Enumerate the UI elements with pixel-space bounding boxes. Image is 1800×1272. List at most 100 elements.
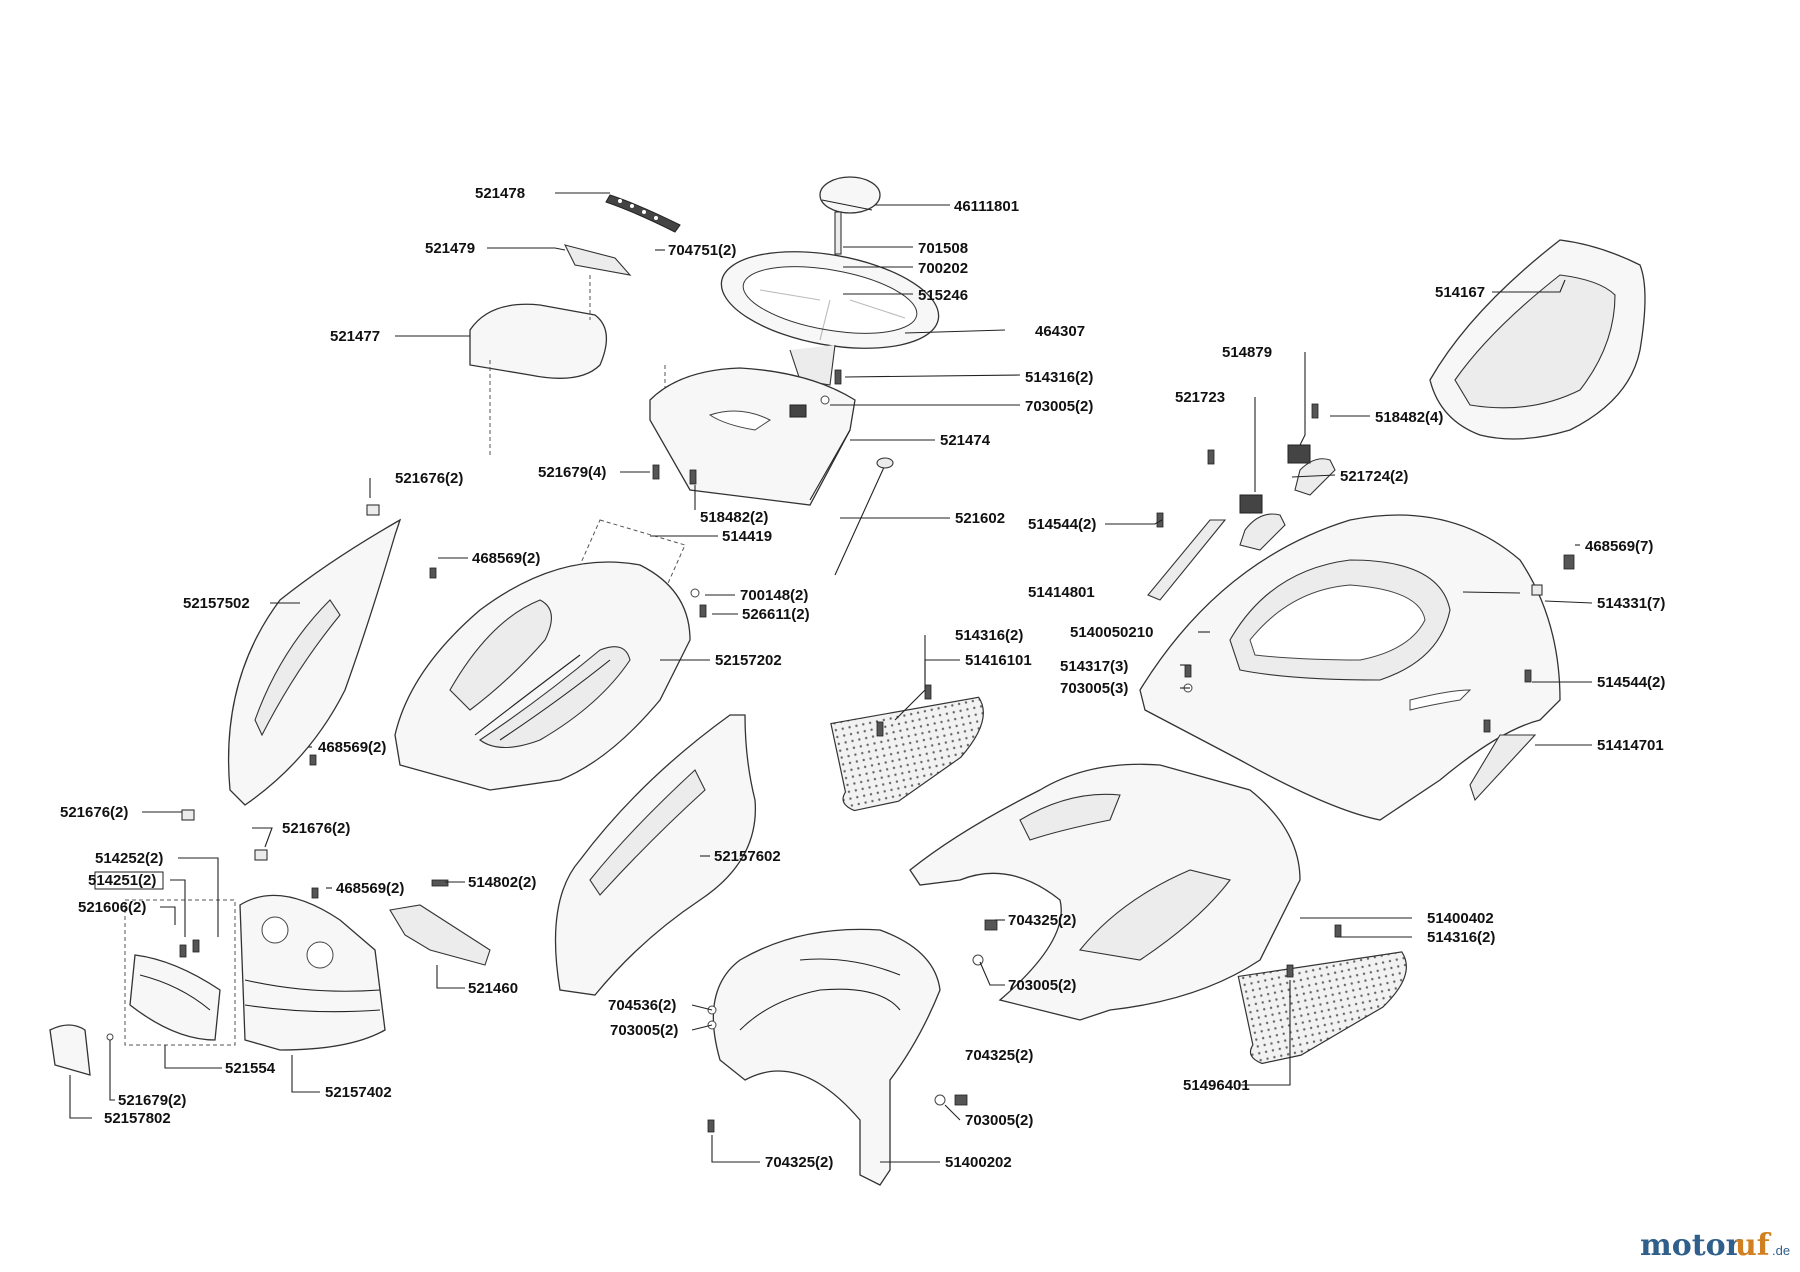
part-label: 521479	[425, 240, 475, 257]
part-label: 51416101	[965, 652, 1032, 669]
part-label: 514802(2)	[468, 874, 536, 891]
part-label: 521724(2)	[1340, 468, 1408, 485]
part-label: 521478	[475, 185, 525, 202]
part-label: 52157402	[325, 1084, 392, 1101]
fasteners	[106, 369, 1575, 1133]
part-label: 526611(2)	[742, 606, 810, 623]
front-bumper-part	[712, 928, 941, 1186]
part-label: 704325(2)	[965, 1047, 1033, 1064]
part-label: 521477	[330, 328, 380, 345]
part-label: 51400402	[1427, 910, 1494, 927]
part-label: 51414801	[1028, 584, 1095, 601]
part-labels: 521478 46111801 521479 704751(2) 701508 …	[60, 185, 1665, 1171]
part-label: 52157502	[183, 595, 250, 612]
part-drawings	[49, 176, 1646, 1186]
left-bracket-part	[1147, 519, 1227, 601]
left-footrest-part	[830, 696, 984, 812]
part-label: 521679(4)	[538, 464, 606, 481]
watermark-part-a: motor	[1640, 1228, 1743, 1263]
part-label: 521676(2)	[282, 820, 350, 837]
highlight-box	[94, 871, 164, 890]
switch-a-part	[1239, 494, 1263, 514]
watermark-part-c: .de	[1772, 1243, 1790, 1258]
part-label: 5140050210	[1070, 624, 1153, 641]
part-label: 521606(2)	[78, 899, 146, 916]
part-label: 514879	[1222, 344, 1272, 361]
part-label: 521602	[955, 510, 1005, 527]
part-label: 701508	[918, 240, 968, 257]
part-label: 52157802	[104, 1110, 171, 1127]
vent-strip-part	[605, 194, 681, 233]
front-bracket-part	[389, 904, 491, 966]
seat-part	[1429, 239, 1646, 440]
part-label: 468569(2)	[336, 880, 404, 897]
part-label: 518482(2)	[700, 509, 768, 526]
part-label: 51496401	[1183, 1077, 1250, 1094]
leader-lines	[69, 192, 1593, 1163]
floor-pan-part	[909, 763, 1301, 1021]
part-label: 700202	[918, 260, 968, 277]
part-label: 703005(2)	[965, 1112, 1033, 1129]
part-label: 514331(7)	[1597, 595, 1665, 612]
part-label: 514167	[1435, 284, 1485, 301]
steering-cap-part	[819, 176, 881, 214]
part-label: 704325(2)	[1008, 912, 1076, 929]
choke-cable-part	[834, 457, 894, 576]
bracket-part	[563, 244, 632, 276]
part-label: 703005(2)	[1008, 977, 1076, 994]
part-label: 514316(2)	[955, 627, 1023, 644]
dashboard-panel-part	[649, 367, 856, 506]
part-label: 703005(2)	[610, 1022, 678, 1039]
part-label: 518482(4)	[1375, 409, 1443, 426]
part-label: 51400202	[945, 1154, 1012, 1171]
part-label: 514317(3)	[1060, 658, 1128, 675]
console-part	[469, 303, 607, 379]
right-bracket-part	[1469, 734, 1537, 802]
headlight-housing-part	[239, 894, 386, 1051]
right-side-panel-part	[554, 714, 757, 996]
rear-body-part	[1139, 514, 1561, 821]
left-side-panel-part	[227, 518, 402, 806]
small-cover-part	[49, 1024, 91, 1076]
switch-b-part	[1287, 444, 1311, 464]
part-label: 521723	[1175, 389, 1225, 406]
steering-wheel-part	[720, 251, 940, 386]
part-label: 700148(2)	[740, 587, 808, 604]
part-label: 521460	[468, 980, 518, 997]
part-label: 52157202	[715, 652, 782, 669]
part-label: 46111801	[954, 198, 1019, 215]
part-label: 514544(2)	[1028, 516, 1096, 533]
part-label: 514316(2)	[1025, 369, 1093, 386]
part-label: 468569(7)	[1585, 538, 1653, 555]
part-label: 514419	[722, 528, 772, 545]
part-label: 703005(3)	[1060, 680, 1128, 697]
part-label: 464307	[1035, 323, 1085, 340]
part-label: 51414701	[1597, 737, 1664, 754]
part-label: 704536(2)	[608, 997, 676, 1014]
part-label: 514316(2)	[1427, 929, 1495, 946]
part-label: 521679(2)	[118, 1092, 186, 1109]
right-footrest-part	[1237, 951, 1407, 1065]
switch-holder-a-part	[1239, 513, 1286, 551]
part-label: 515246	[918, 287, 968, 304]
part-label: 521676(2)	[60, 804, 128, 821]
part-label: 52157602	[714, 848, 781, 865]
panel-outline	[579, 519, 686, 591]
steering-bolt-part	[834, 211, 842, 255]
watermark-part-b: uf	[1735, 1228, 1772, 1263]
watermark-logo: motor uf .de	[1640, 1228, 1790, 1263]
headlight-lens-part	[124, 899, 236, 1046]
part-label: 521554	[225, 1060, 276, 1077]
switch-holder-b-part	[1294, 458, 1336, 496]
part-label: 703005(2)	[1025, 398, 1093, 415]
part-label: 704325(2)	[765, 1154, 833, 1171]
hood-part	[394, 561, 691, 791]
part-label: 514251(2)	[88, 872, 156, 889]
part-label: 468569(2)	[318, 739, 386, 756]
part-label: 704751(2)	[668, 242, 736, 259]
part-label: 521676(2)	[395, 470, 463, 487]
part-label: 468569(2)	[472, 550, 540, 567]
part-label: 514544(2)	[1597, 674, 1665, 691]
part-label: 521474	[940, 432, 991, 449]
